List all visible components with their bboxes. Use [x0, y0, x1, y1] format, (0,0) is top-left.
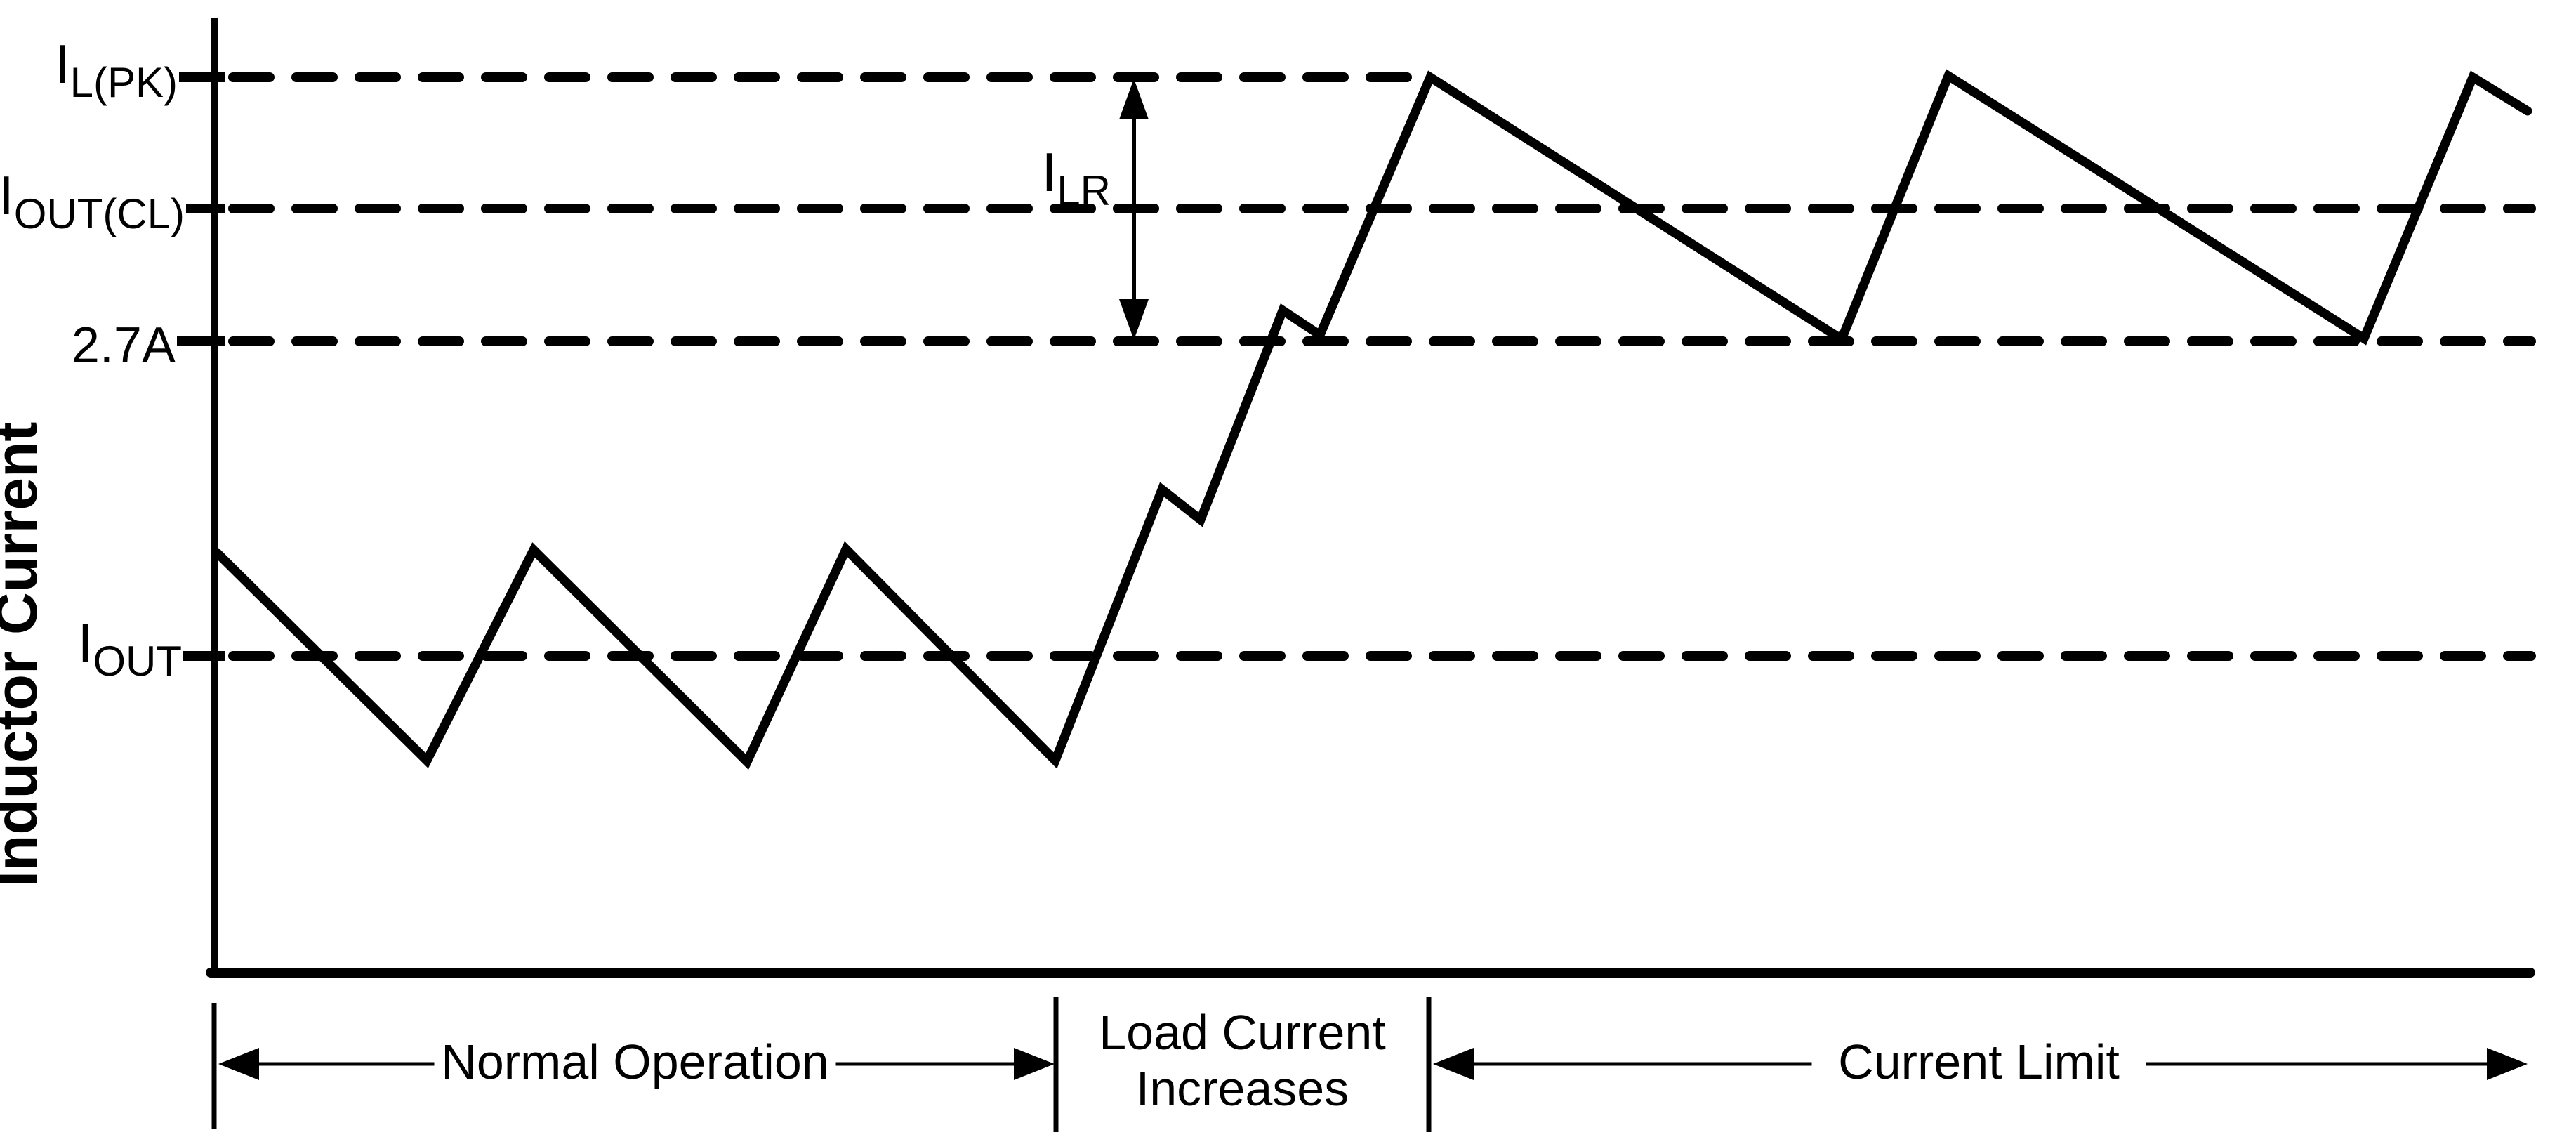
ripple-label-sub: LR	[1057, 167, 1111, 214]
ripple-arrowhead-up	[1119, 79, 1149, 119]
ripple-arrowhead-down	[1119, 299, 1149, 340]
level-label-main: I	[55, 33, 70, 95]
region-label-normal-operation-line-0: Normal Operation	[441, 1034, 828, 1089]
level-label-sub: OUT	[93, 638, 182, 685]
ripple-label-main: I	[1042, 141, 1057, 203]
inductor-current-waveform	[213, 69, 2532, 770]
region-arrowhead-right-normal-operation	[1014, 1048, 1055, 1080]
level-label-sub: L(PK)	[70, 59, 178, 106]
region-arrowhead-left-current-limit	[1433, 1048, 1474, 1080]
level-label-sub: OUT(CL)	[14, 190, 185, 237]
level-label-2p7a: 2.7A	[72, 317, 176, 374]
region-label-load-current-increases-line-1: Increases	[1136, 1061, 1349, 1116]
region-label-current-limit-line-0: Current Limit	[1838, 1034, 2120, 1089]
level-label-main: I	[0, 164, 14, 226]
level-label-main: I	[78, 612, 93, 673]
region-label-load-current-increases-line-0: Load Current	[1099, 1005, 1386, 1060]
ripple-label: ILR	[1042, 141, 1111, 214]
level-label-iout: IOUT	[78, 612, 182, 685]
region-arrowhead-left-normal-operation	[218, 1048, 259, 1080]
y-axis-title: Inductor Current	[0, 422, 49, 888]
level-label-il(pk): IL(PK)	[55, 33, 178, 106]
region-arrowhead-right-current-limit	[2487, 1048, 2528, 1080]
level-label-iout(cl): IOUT(CL)	[0, 164, 185, 237]
